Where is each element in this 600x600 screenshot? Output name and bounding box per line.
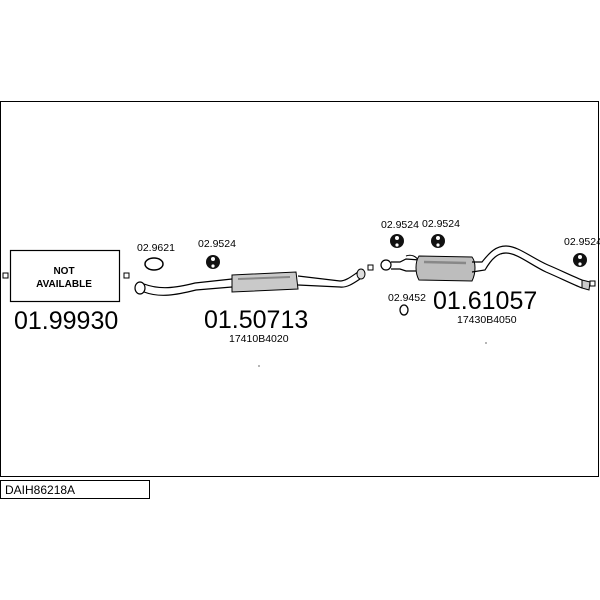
connector-right-icon <box>123 272 130 279</box>
hanger-rear-b-label: 02.9524 <box>422 218 460 230</box>
front-pipe-oem-ref: 17410B4020 <box>229 333 289 345</box>
not-available-box <box>9 249 121 303</box>
gasket-icon[interactable] <box>144 257 164 271</box>
rear-muffler-part-number: 01.61057 <box>433 287 537 315</box>
diagram-frame <box>0 101 599 477</box>
gasket-label: 02.9621 <box>137 242 175 254</box>
diagram-code: DAIH86218A <box>5 483 75 497</box>
hanger-rear-a-label: 02.9524 <box>381 219 419 231</box>
rubber-hanger-icon[interactable] <box>390 234 404 248</box>
front-pipe[interactable] <box>134 268 366 296</box>
hanger-tail-label: 02.9524 <box>564 236 600 248</box>
ring-label: 02.9452 <box>388 292 426 304</box>
not-available-line1: NOT <box>53 266 74 277</box>
not-available-part[interactable]: NOT AVAILABLE <box>2 249 130 303</box>
ring-icon[interactable] <box>399 304 409 316</box>
not-available-part-number: 01.99930 <box>14 307 118 335</box>
connector-left-icon <box>2 272 9 279</box>
rubber-hanger-icon[interactable] <box>431 234 445 248</box>
not-available-line2: AVAILABLE <box>36 279 92 290</box>
connector-mid-icon <box>367 264 374 271</box>
hanger-front-label: 02.9524 <box>198 238 236 250</box>
code-box <box>0 480 150 499</box>
rear-muffler-oem-ref: 17430B4050 <box>457 314 517 326</box>
rubber-hanger-icon[interactable] <box>573 253 587 267</box>
connector-end-icon <box>589 280 596 287</box>
rear-muffler[interactable] <box>380 245 591 291</box>
front-pipe-part-number: 01.50713 <box>204 306 308 334</box>
rubber-hanger-icon[interactable] <box>206 255 220 269</box>
